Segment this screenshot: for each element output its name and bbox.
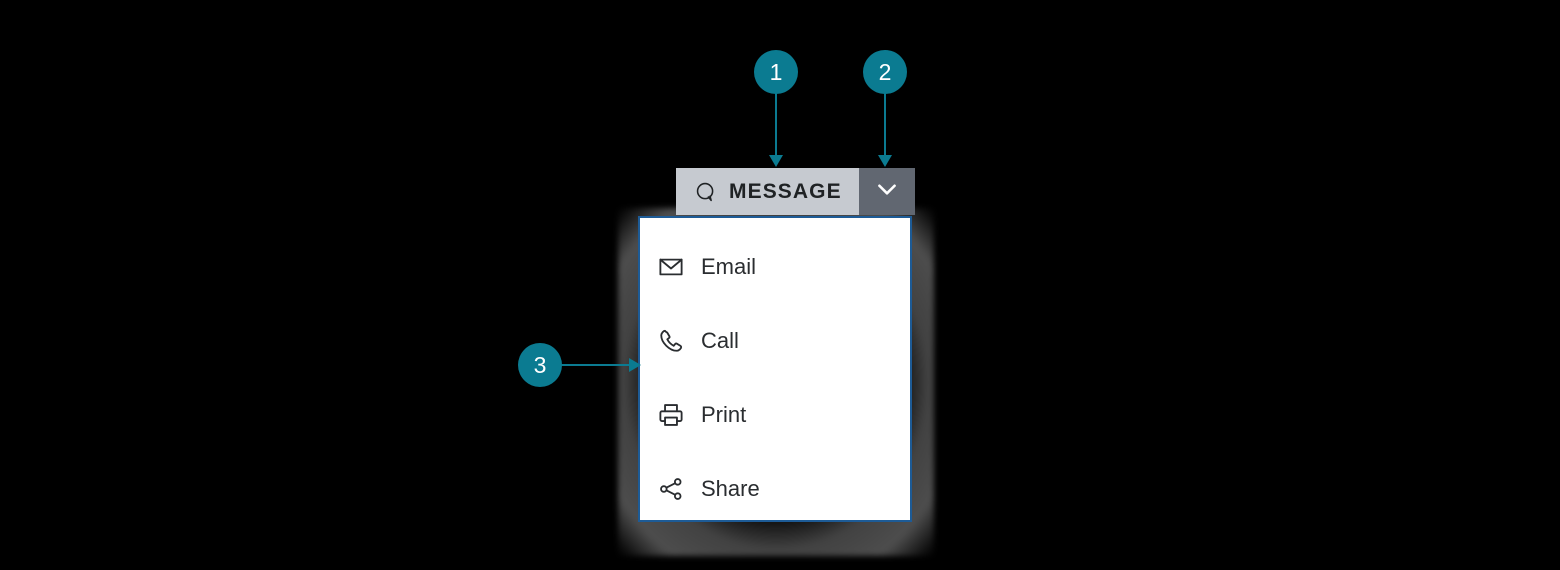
menu-item-print[interactable]: Print	[640, 388, 910, 441]
callout-badge-1: 1	[754, 50, 798, 94]
split-button-label: MESSAGE	[729, 179, 842, 203]
split-button-toggle[interactable]	[858, 168, 915, 215]
split-button: MESSAGE	[676, 168, 915, 215]
menu-item-label: Call	[701, 327, 739, 353]
dropdown-panel: Email Call Print	[638, 216, 912, 522]
callout-connector-2	[878, 92, 892, 167]
envelope-icon	[658, 254, 684, 280]
share-icon	[658, 476, 684, 502]
menu-item-email[interactable]: Email	[640, 240, 910, 293]
menu-item-label: Share	[701, 475, 760, 501]
menu-item-share[interactable]: Share	[640, 462, 910, 515]
callout-badge-3: 3	[518, 343, 562, 387]
arrow-head-down-icon	[878, 155, 892, 167]
menu-item-label: Print	[701, 401, 747, 427]
menu-item-call[interactable]: Call	[640, 314, 910, 367]
callout-badge-2: 2	[863, 50, 907, 94]
chevron-down-icon	[874, 176, 900, 207]
arrow-head-right-icon	[629, 358, 641, 372]
arrow-head-down-icon	[769, 155, 783, 167]
speech-bubble-icon	[695, 181, 717, 203]
callout-connector-1	[769, 92, 783, 167]
split-button-main[interactable]: MESSAGE	[676, 168, 859, 215]
callout-connector-3	[560, 358, 641, 372]
dropdown-menu-list: Email Call Print	[640, 218, 910, 515]
phone-icon	[658, 328, 684, 354]
menu-item-label: Email	[701, 253, 757, 279]
printer-icon	[658, 402, 684, 428]
